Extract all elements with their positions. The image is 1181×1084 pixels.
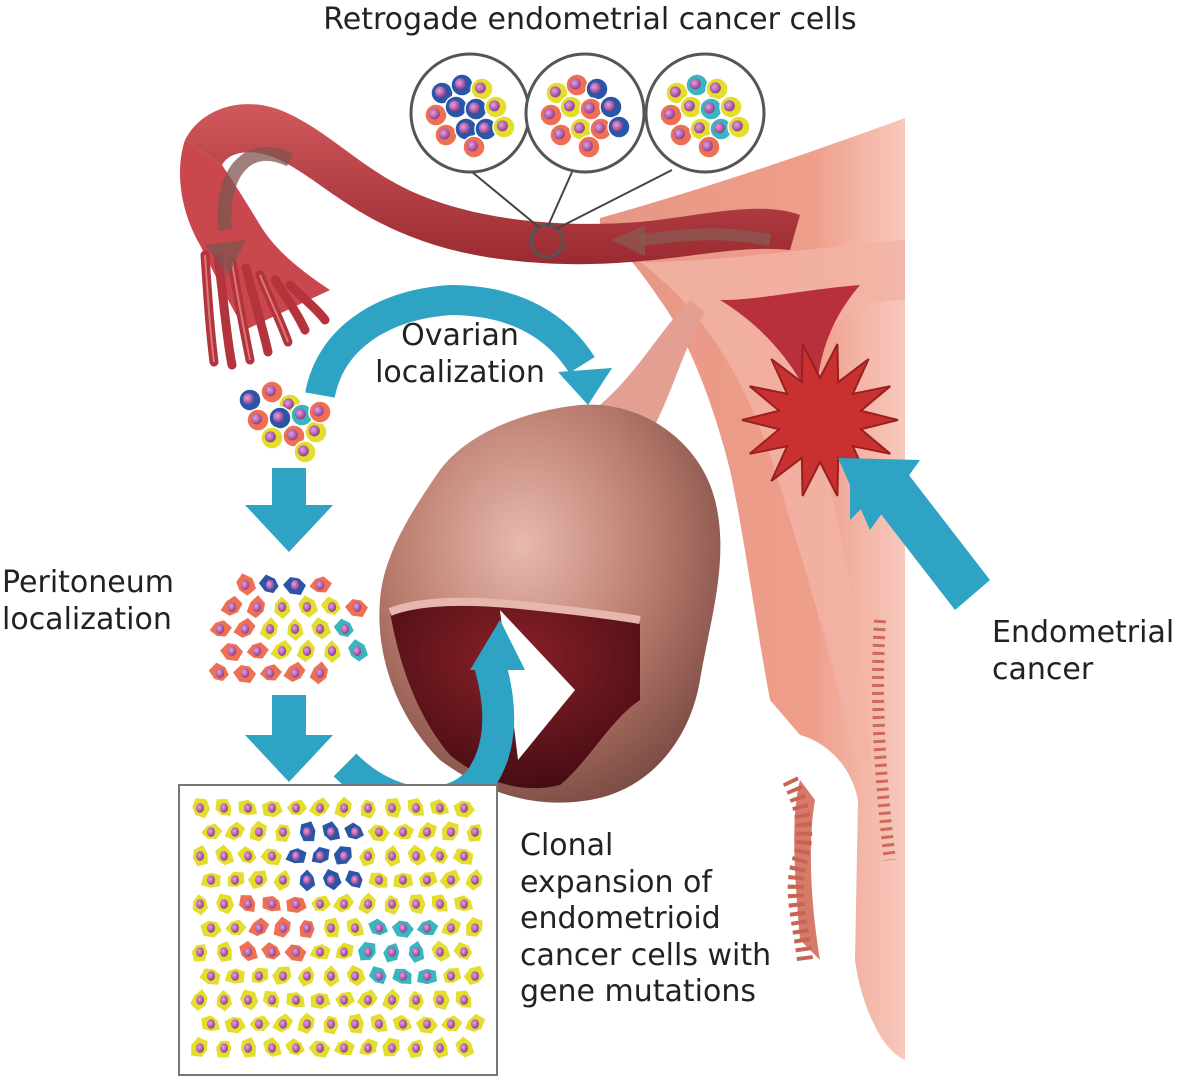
label-retrograde: Retrogade endometrial cancer cells	[323, 2, 857, 37]
arrow-down-2	[245, 695, 333, 782]
label-ovarian-localization: Ovarian localization	[375, 318, 545, 390]
arrow-ovarian-localization	[305, 284, 612, 405]
arrow-down-1	[245, 468, 333, 552]
label-peritoneum-localization: Peritoneum localization	[2, 565, 174, 637]
magnifier-lines	[471, 169, 673, 230]
ovary	[379, 300, 721, 803]
cell-cluster-peritoneum	[206, 571, 370, 687]
retrograde-cells	[424, 73, 751, 159]
label-clonal-expansion: Clonal expansion of endometrioid cancer …	[520, 828, 772, 1010]
cell-cluster-fimbriae	[238, 380, 332, 464]
fallopian-tube	[180, 104, 800, 370]
clonal-cells	[188, 794, 488, 1061]
uterus	[600, 118, 905, 1060]
label-endometrial-cancer: Endometrial cancer	[992, 615, 1175, 687]
arrow-endometrial-cancer	[838, 458, 990, 610]
